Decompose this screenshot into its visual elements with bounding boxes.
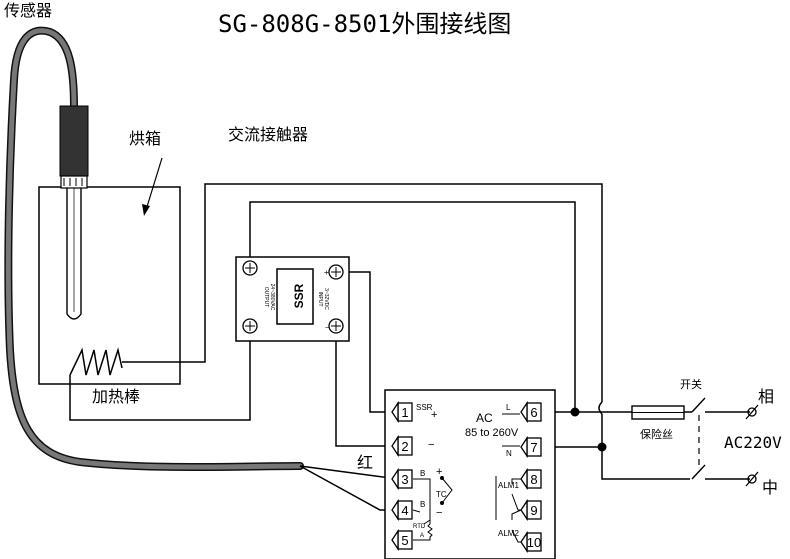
switch-blade-top — [691, 397, 706, 413]
ac-range: 85 to 260V — [465, 427, 519, 439]
phase-terminal — [747, 407, 757, 417]
tc-rtd-wiring — [412, 476, 453, 541]
alarm-relays — [495, 476, 522, 543]
switch-blade-bottom — [691, 464, 706, 480]
ssr-output-text: OUTPUT — [263, 287, 269, 308]
neutral-label: 中 — [762, 478, 778, 497]
terminal-1: 1 — [391, 400, 413, 424]
sensor-probe — [66, 188, 82, 320]
sensor-label: 传感器 — [4, 1, 52, 20]
oven-box — [38, 186, 181, 385]
tc-label: TC — [436, 490, 447, 499]
tc-minus: − — [436, 507, 442, 519]
controller-terminals: 1 2 3 4 5 6 7 8 9 10 — [391, 400, 542, 554]
terminal-number: 10 — [527, 535, 541, 550]
sensor-nut — [60, 175, 88, 189]
terminal-number: 6 — [530, 405, 537, 420]
sensor-cable-outline — [4, 26, 304, 471]
terminal-number: 8 — [530, 472, 537, 487]
oven-arrowhead — [142, 204, 150, 216]
junction-n — [597, 442, 607, 452]
terminal-5: 5 — [391, 528, 413, 552]
alm2-label: ALM2 — [498, 529, 519, 538]
heater-element — [69, 347, 123, 376]
wires — [69, 183, 750, 511]
red-wire-label: 红 — [357, 453, 373, 472]
switch-label: 开关 — [680, 377, 702, 391]
terminal-2: 2 — [391, 434, 413, 458]
terminal-8: 8 — [520, 467, 542, 491]
ssr-input-range: 3~32VDC — [323, 288, 329, 310]
terminal-number: 3 — [401, 472, 408, 487]
terminal-number: 9 — [530, 503, 537, 518]
ssr-minus: − — [325, 323, 330, 332]
ssr-chip-label: SSR — [292, 283, 306, 308]
alm1-label: ALM1 — [498, 481, 519, 490]
ssr-input-text: INPUT — [317, 292, 323, 307]
junction-l — [570, 407, 580, 417]
ac-label: AC — [476, 411, 493, 425]
ssr-term-minus: − — [428, 439, 434, 451]
terminal-number: 4 — [401, 503, 408, 518]
oven-label: 烘箱 — [129, 129, 161, 148]
L-label: L — [506, 403, 511, 412]
diagram-title: SG-808G-8501外围接线图 — [218, 10, 511, 38]
fuse-label: 保险丝 — [640, 427, 673, 441]
N-label: N — [506, 449, 512, 458]
ac220v-label: AC220V — [724, 433, 782, 452]
terminal-number: 5 — [401, 533, 408, 548]
terminal-number: 1 — [401, 405, 408, 420]
sensor-cable — [5, 28, 303, 470]
heater-label: 加热棒 — [92, 387, 140, 406]
tc-plus: + — [436, 466, 442, 478]
terminal-3: 3 — [391, 467, 413, 491]
B-label-2: B — [420, 500, 425, 509]
terminal-7: 7 — [520, 435, 542, 459]
ssr-module: SSR + − OUTPUT 24~380VAC INPUT 3~32VDC — [235, 256, 350, 342]
oven-arrow — [145, 157, 163, 211]
terminal-number: 2 — [401, 439, 408, 454]
ssr-output-range: 24~380VAC — [269, 284, 275, 311]
a-label: A — [420, 533, 424, 539]
sensor-body — [59, 105, 89, 177]
terminal-10: 10 — [520, 530, 542, 554]
rtd-label: RTD — [413, 524, 426, 530]
terminal-number: 7 — [530, 440, 537, 455]
ssr-chip — [276, 268, 314, 325]
ssr-plus: + — [324, 268, 329, 277]
terminal-6: 6 — [520, 400, 542, 424]
B-label-1: B — [420, 469, 425, 478]
terminal-9: 9 — [520, 498, 542, 522]
ac-contactor-label: 交流接触器 — [228, 125, 308, 144]
phase-label: 相 — [758, 387, 774, 406]
terminal-4: 4 — [391, 498, 413, 522]
neutral-terminal — [747, 474, 757, 484]
ssr-term-plus: + — [431, 409, 437, 421]
ssr-term-label: SSR — [416, 403, 433, 412]
